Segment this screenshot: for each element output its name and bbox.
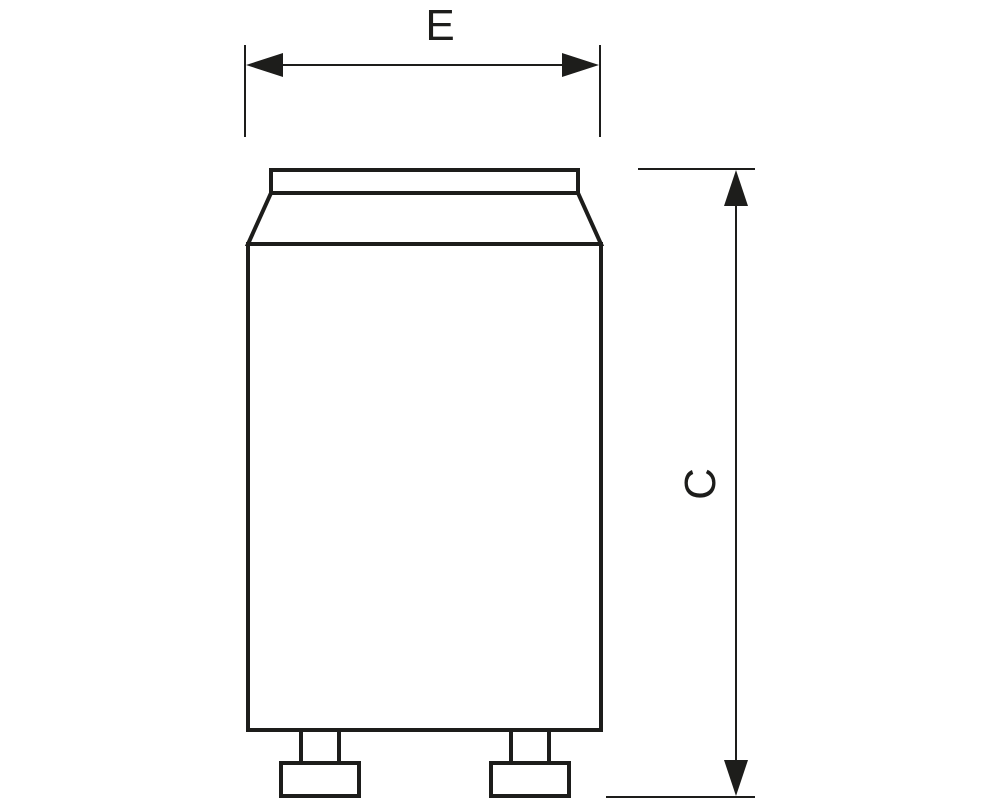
arrowhead-right-icon <box>562 53 599 77</box>
right-pin-stem <box>509 728 551 765</box>
dimension-label-c: C <box>676 468 725 500</box>
arrowhead-bottom-icon <box>724 760 748 796</box>
dimension-c: C <box>606 168 755 798</box>
left-pin <box>279 728 361 798</box>
right-pin <box>489 728 571 798</box>
top-cap <box>269 168 580 195</box>
left-pin-stem <box>299 728 341 765</box>
dimension-e: E <box>244 1 601 137</box>
arrowhead-left-icon <box>246 53 283 77</box>
arrowhead-top-icon <box>724 170 748 206</box>
cylindrical-body <box>246 242 603 732</box>
left-pin-foot <box>279 761 361 798</box>
right-pin-foot <box>489 761 571 798</box>
dimension-label-e: E <box>425 1 454 50</box>
tapered-shoulder <box>244 191 605 246</box>
starter-body <box>244 168 605 798</box>
